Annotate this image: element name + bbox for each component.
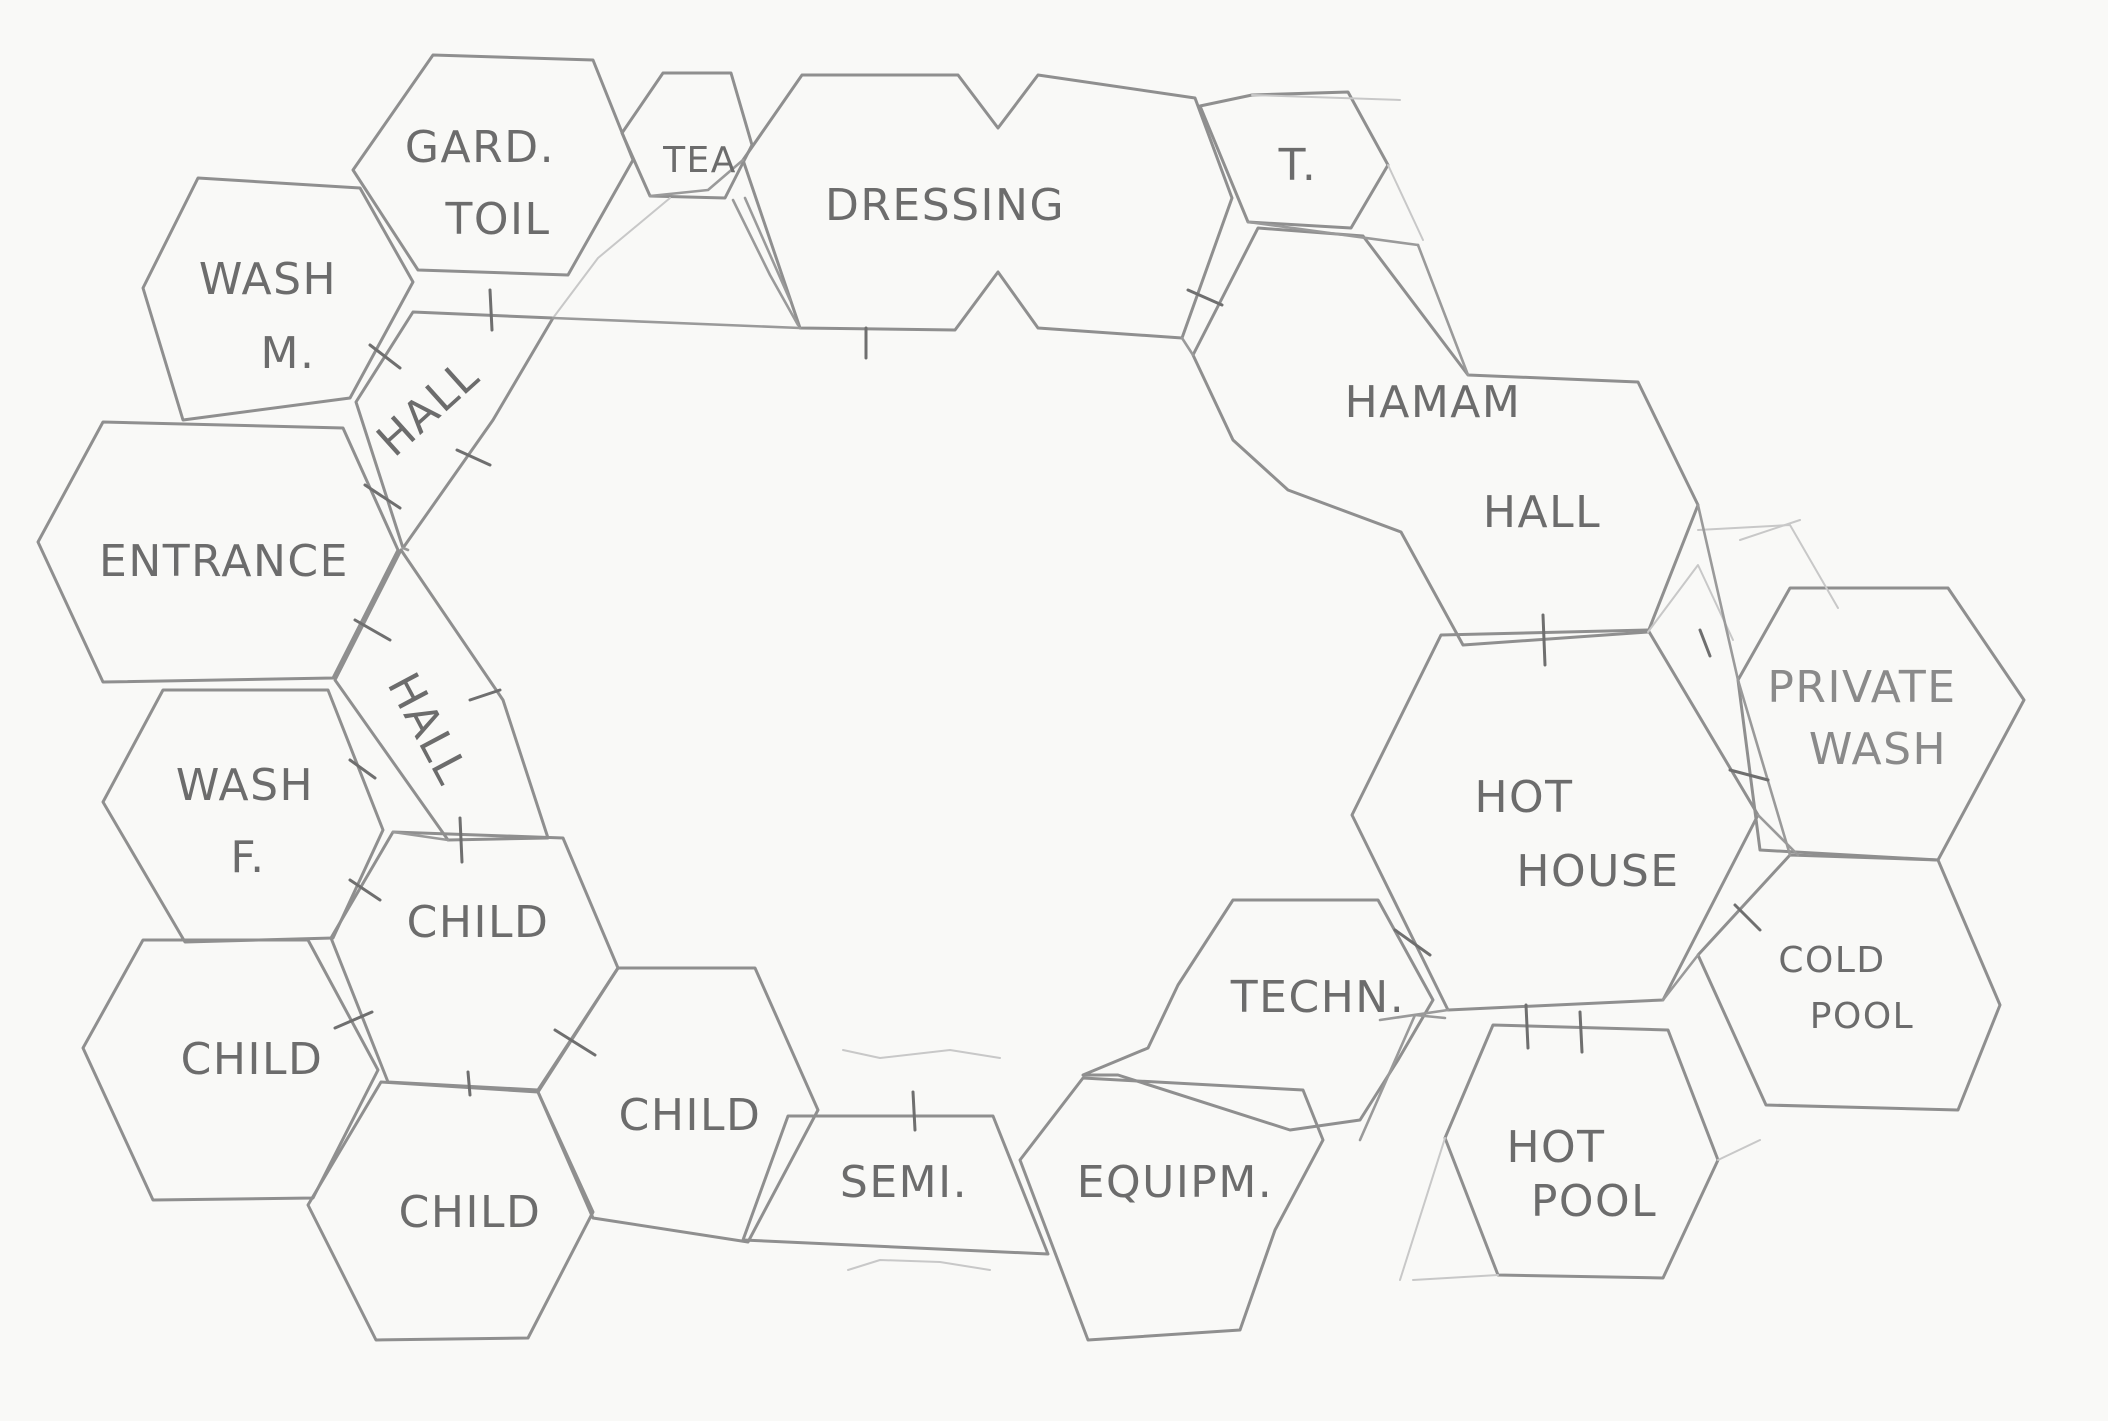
sketch-lines: [391, 94, 1839, 1281]
wall-line: [1251, 94, 1401, 101]
door-mark: [348, 758, 377, 780]
label-hall-south: HALL: [377, 665, 478, 793]
door-mark: [1186, 288, 1224, 307]
door-mark: [458, 816, 464, 864]
door-mark: [466, 1070, 472, 1097]
door-mark: [1541, 613, 1547, 667]
door-mark: [1698, 628, 1712, 658]
door-mark: [1393, 928, 1432, 957]
door-mark: [911, 1090, 917, 1132]
wall-line: [1387, 164, 1424, 241]
door-mark: [363, 483, 402, 510]
wall-line: [391, 830, 450, 842]
label-t: T.: [1278, 140, 1318, 191]
cell-hamam-hall: [1191, 226, 1700, 647]
door-mark: [455, 448, 492, 467]
cell-child-4: [536, 966, 820, 1244]
wall-line: [731, 198, 800, 327]
label-techn: TECHN.: [1230, 972, 1405, 1023]
wall-line: [1661, 953, 1700, 1002]
door-mark: [1524, 1003, 1530, 1050]
wall-line: [847, 1259, 991, 1271]
cell-dressing: [741, 73, 1234, 340]
wall-line: [743, 196, 792, 302]
label-dressing: DRESSING: [825, 180, 1065, 231]
wall-line: [1647, 564, 1734, 641]
label-child-4: CHILD: [619, 1090, 762, 1141]
cell-hall-north: [354, 310, 555, 550]
cell-equipm: [1018, 1076, 1325, 1342]
wall-line: [1696, 503, 1740, 682]
label-child-3: CHILD: [399, 1187, 542, 1238]
cell-semi: [741, 1114, 1050, 1256]
door-mark: [353, 618, 392, 642]
cell-techn: [1081, 898, 1435, 1132]
cell-child-1: [329, 830, 620, 1092]
label-tea: TEA: [662, 140, 737, 181]
cell-child-3: [306, 1080, 595, 1342]
wall-line: [1246, 220, 1420, 247]
wall-line: [1736, 678, 1792, 857]
wall-line: [552, 197, 671, 319]
label-gard-toil: GARD.TOIL: [405, 122, 555, 245]
door-mark: [468, 688, 502, 702]
label-child-1: CHILD: [407, 897, 550, 948]
cell-wash-m: [141, 176, 415, 422]
door-mark: [333, 1010, 374, 1030]
cell-wash-f: [101, 688, 385, 944]
door-mark: [368, 343, 402, 370]
cell-hall-south: [333, 548, 550, 842]
wall-line: [648, 158, 745, 198]
wall-line: [1358, 1013, 1447, 1142]
wall-line: [842, 1049, 1001, 1059]
cell-private-wash: [1736, 586, 2026, 862]
room-cells: [36, 53, 2026, 1342]
wall-line: [1416, 243, 1470, 377]
door-marks: [333, 288, 1770, 1132]
wall-line: [401, 546, 410, 552]
wall-line: [1412, 1274, 1499, 1281]
label-semi: SEMI.: [840, 1157, 968, 1208]
wall-line: [1739, 519, 1801, 541]
label-entrance: ENTRANCE: [99, 536, 349, 587]
door-mark: [1578, 1010, 1584, 1054]
wall-line: [1180, 336, 1195, 357]
cell-entrance: [36, 420, 400, 684]
label-child-2: CHILD: [181, 1034, 324, 1085]
wall-line: [551, 316, 802, 330]
door-mark: [1733, 903, 1762, 932]
door-mark: [348, 878, 382, 902]
label-equipm: EQUIPM.: [1077, 1157, 1274, 1208]
wall-line: [1399, 1137, 1446, 1281]
wall-line: [1697, 524, 1839, 609]
door-mark: [488, 288, 494, 332]
cell-child-2: [81, 938, 380, 1202]
cell-cold-pool: [1696, 853, 2002, 1112]
wall-line: [1756, 813, 1800, 857]
door-mark: [1728, 768, 1770, 782]
wall-line: [1717, 1139, 1761, 1161]
door-mark: [553, 1028, 597, 1057]
